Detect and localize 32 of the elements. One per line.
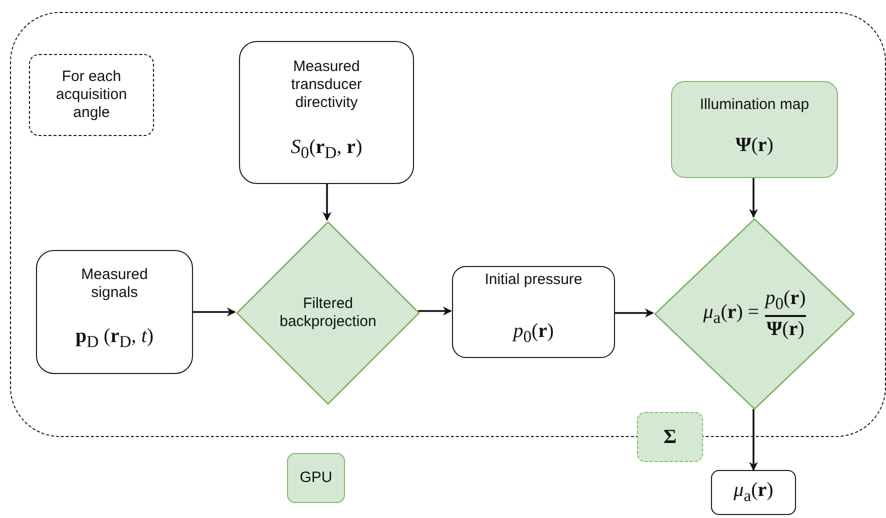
node-label: Initial pressure bbox=[484, 271, 582, 289]
formula: S$_{0}$(r$_{D}$, r) bbox=[290, 136, 362, 163]
process-box bbox=[239, 41, 414, 184]
node-label: Measured transducer directivity bbox=[290, 58, 363, 112]
arrow bbox=[418, 306, 452, 316]
arrow bbox=[749, 409, 758, 471]
formula: p$_{0}$(r) bbox=[513, 320, 554, 347]
sum-box bbox=[637, 412, 703, 462]
formula: Ψ(r) bbox=[736, 134, 774, 157]
process-box bbox=[452, 266, 615, 358]
formula: Ψ(r) bbox=[766, 318, 804, 341]
arrow bbox=[192, 308, 236, 316]
arrow bbox=[749, 177, 758, 218]
formula: μ$_{a}$(r) = bbox=[703, 300, 760, 328]
arrow bbox=[614, 308, 654, 318]
node-label: Filtered backprojection bbox=[278, 295, 378, 331]
note-box bbox=[29, 54, 154, 136]
legend-box bbox=[287, 453, 345, 503]
arrow bbox=[322, 183, 332, 221]
formula: p$_{0}$(r) bbox=[765, 287, 806, 314]
node-label: For each acquisition angle bbox=[55, 68, 128, 122]
node-label: Measured signals bbox=[80, 266, 149, 302]
process-box bbox=[671, 81, 838, 178]
node-label: GPU bbox=[300, 469, 332, 487]
node-label: Illumination map bbox=[700, 96, 810, 114]
formula: μ$_{a}$(r) bbox=[734, 479, 774, 506]
process-box bbox=[36, 250, 193, 374]
output-box bbox=[711, 470, 796, 515]
formula: Σ bbox=[663, 426, 677, 448]
decision-diamond bbox=[654, 218, 855, 410]
decision-diamond bbox=[236, 221, 420, 405]
formula: p$_{D}$ (r$_{D}$, t) bbox=[76, 324, 154, 352]
